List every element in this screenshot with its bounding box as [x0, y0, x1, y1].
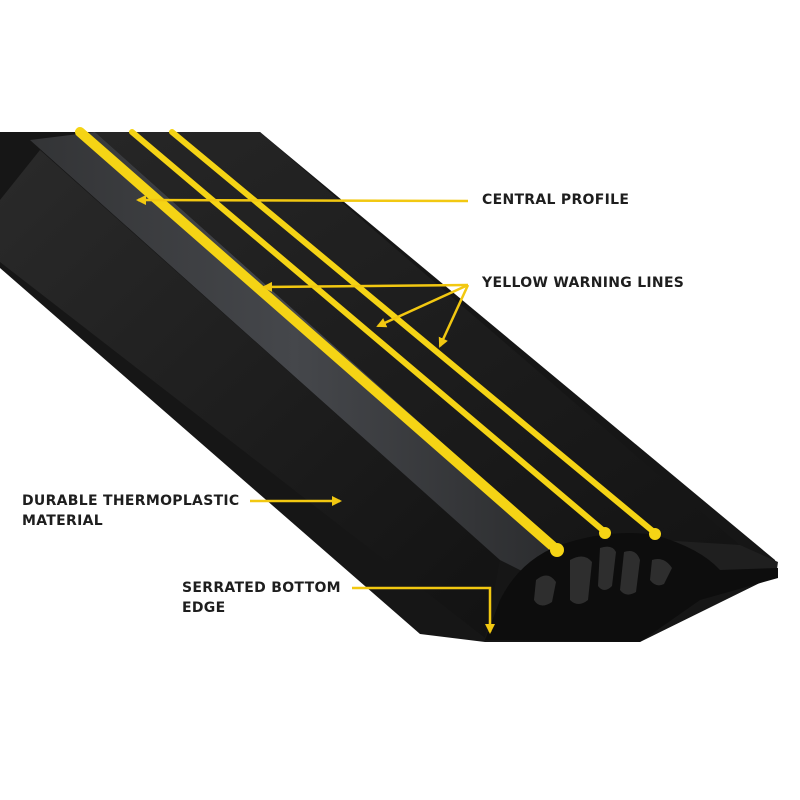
arrow-serrated-edge [352, 586, 495, 634]
stripe-end-2 [599, 527, 611, 539]
arrow-yellow-line-2 [376, 283, 469, 328]
label-yellow-warning-lines-text: YELLOW WARNING LINES [482, 275, 685, 291]
warning-stripe-3 [169, 129, 658, 536]
callout-arrows [136, 195, 495, 634]
label-serrated-line1: SERRATED BOTTOM [182, 580, 341, 596]
label-durable-line2: MATERIAL [22, 513, 103, 529]
stripe-end-1 [550, 543, 564, 557]
label-durable-material: DURABLE THERMOPLASTIC MATERIAL [22, 491, 240, 531]
arrow-yellow-line-3 [438, 284, 470, 348]
chamber-3 [598, 546, 616, 590]
warning-stripe-1 [75, 127, 562, 555]
label-durable-line1: DURABLE THERMOPLASTIC [22, 493, 240, 509]
chamber-1 [534, 575, 556, 606]
label-yellow-warning-lines: YELLOW WARNING LINES [482, 273, 684, 293]
label-central-profile: CENTRAL PROFILE [482, 190, 629, 210]
label-serrated-edge: SERRATED BOTTOM EDGE [182, 578, 341, 618]
stripe-end-3 [649, 528, 661, 540]
warning-stripe-2 [129, 129, 608, 535]
chamber-5 [650, 559, 672, 586]
chamber-4 [620, 551, 640, 595]
label-serrated-line2: EDGE [182, 600, 226, 616]
central-hump [30, 132, 560, 580]
label-central-profile-text: CENTRAL PROFILE [482, 192, 630, 208]
arrow-central-profile [136, 195, 469, 206]
left-flange [0, 150, 500, 638]
threshold-strip [0, 127, 778, 642]
arrow-yellow-line-1 [262, 281, 469, 292]
chamber-2 [570, 556, 592, 604]
